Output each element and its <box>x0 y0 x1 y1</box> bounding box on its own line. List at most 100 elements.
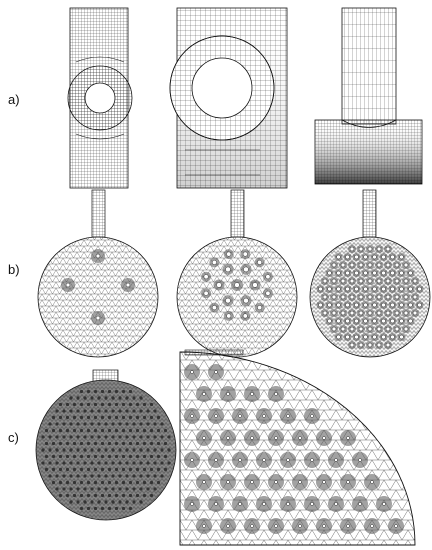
c1-refined-dot <box>65 415 70 420</box>
c2-hole <box>250 436 254 440</box>
c1-refined-dot <box>121 467 126 472</box>
c1-refined-dot <box>86 415 91 420</box>
c1-refined-dot <box>135 415 140 420</box>
c2-hole <box>286 414 290 418</box>
c1-refined-dot <box>41 448 45 452</box>
c1-refined-dot <box>86 441 91 446</box>
b3-hole <box>327 286 332 292</box>
c2-hole <box>250 524 254 528</box>
c1-refined-dot <box>86 454 91 459</box>
c1-refined-dot <box>142 467 147 472</box>
c1-refined-dot <box>111 422 115 426</box>
c1-refined-dot <box>76 448 80 452</box>
b3-hole <box>390 286 395 292</box>
c1-refined-dot <box>139 448 143 452</box>
c1-refined-dot <box>111 409 115 413</box>
b3-hole <box>354 286 359 292</box>
c2-hole <box>226 480 230 484</box>
b3-hole <box>399 254 404 260</box>
c2-hole <box>202 524 206 528</box>
b3-hole <box>385 262 391 268</box>
c2-hole <box>394 524 398 528</box>
c1-refined-dot <box>86 402 91 407</box>
c1-refined-dot <box>125 422 129 426</box>
c1-refined-dot <box>100 454 105 459</box>
c2-hole <box>250 392 254 396</box>
c1-refined-dot <box>65 480 70 485</box>
b3-hole <box>390 334 395 340</box>
c1-refined-dot <box>100 467 105 472</box>
c1-refined-dot <box>142 480 147 485</box>
c1-refined-dot <box>76 474 80 478</box>
b3-hole <box>363 286 368 292</box>
c1-refined-dot <box>163 441 168 446</box>
c1-refined-dot <box>76 500 80 504</box>
b2-hole <box>203 290 209 296</box>
b3-hole <box>349 294 355 300</box>
b3-hole <box>354 254 359 260</box>
c1-refined-dot <box>65 493 70 498</box>
c1-refined-dot <box>149 402 154 407</box>
c2-hole <box>358 502 362 506</box>
c1-refined-dot <box>139 461 143 465</box>
c1-refined-dot <box>44 454 49 459</box>
c1-refined-dot <box>142 454 147 459</box>
c1-refined-dot <box>69 500 73 504</box>
c2-hole <box>262 458 266 462</box>
c1-refined-dot <box>58 428 63 433</box>
b3-hole <box>408 318 413 324</box>
panel-a2-large-ring-mesh <box>169 7 288 189</box>
panel-a3-tee-junction-mesh <box>314 7 423 185</box>
c1-refined-dot <box>135 428 140 433</box>
c1-refined-dot <box>132 500 136 504</box>
b3-hole <box>367 246 373 252</box>
b3-hole <box>354 334 359 340</box>
c1-refined-dot <box>48 448 52 452</box>
c1-refined-dot <box>51 428 56 433</box>
b3-hole <box>331 294 337 300</box>
panel-b2-disk-ring-holes <box>176 236 298 358</box>
c1-refined-dot <box>128 415 133 420</box>
b3-hole <box>403 262 409 268</box>
c1-refined-dot <box>139 409 143 413</box>
b3-hole <box>403 310 409 316</box>
b3-hole <box>376 294 382 300</box>
c1-refined-dot <box>149 428 154 433</box>
c1-refined-dot <box>128 428 133 433</box>
b3-hole <box>399 302 404 308</box>
c1-refined-dot <box>139 474 143 478</box>
c1-refined-dot <box>93 441 98 446</box>
c2-hole <box>298 480 302 484</box>
panel-c2-quarter-disk-zoom <box>179 349 416 546</box>
c1-refined-dot <box>104 396 108 400</box>
panel-a1-pipe-ring-mesh <box>67 7 133 189</box>
c1-refined-dot <box>69 435 73 439</box>
c1-refined-dot <box>69 461 73 465</box>
b3-hole <box>399 334 404 340</box>
c1-refined-dot <box>65 454 70 459</box>
c1-refined-dot <box>121 415 126 420</box>
b3-hole <box>331 278 337 284</box>
c1-refined-dot <box>125 435 129 439</box>
c2-hole <box>190 414 194 418</box>
c1-refined-dot <box>125 500 129 504</box>
c1-refined-dot <box>111 461 115 465</box>
c1-refined-dot <box>160 422 164 426</box>
c1-refined-dot <box>111 487 115 491</box>
b3-hole <box>345 270 350 276</box>
c1-refined-dot <box>79 506 84 511</box>
c1-refined-dot <box>79 480 84 485</box>
b3-hole <box>340 310 346 316</box>
b3-hole <box>345 286 350 292</box>
c1-refined-dot <box>121 506 126 511</box>
c1-refined-dot <box>97 448 101 452</box>
c1-refined-dot <box>44 467 49 472</box>
c1-refined-dot <box>72 441 77 446</box>
c2-hole <box>274 392 278 396</box>
c1-refined-dot <box>55 448 59 452</box>
b3-hole <box>322 278 328 284</box>
c1-refined-dot <box>107 415 112 420</box>
c1-refined-dot <box>97 422 101 426</box>
c1-refined-dot <box>107 402 112 407</box>
c1-refined-dot <box>79 415 84 420</box>
